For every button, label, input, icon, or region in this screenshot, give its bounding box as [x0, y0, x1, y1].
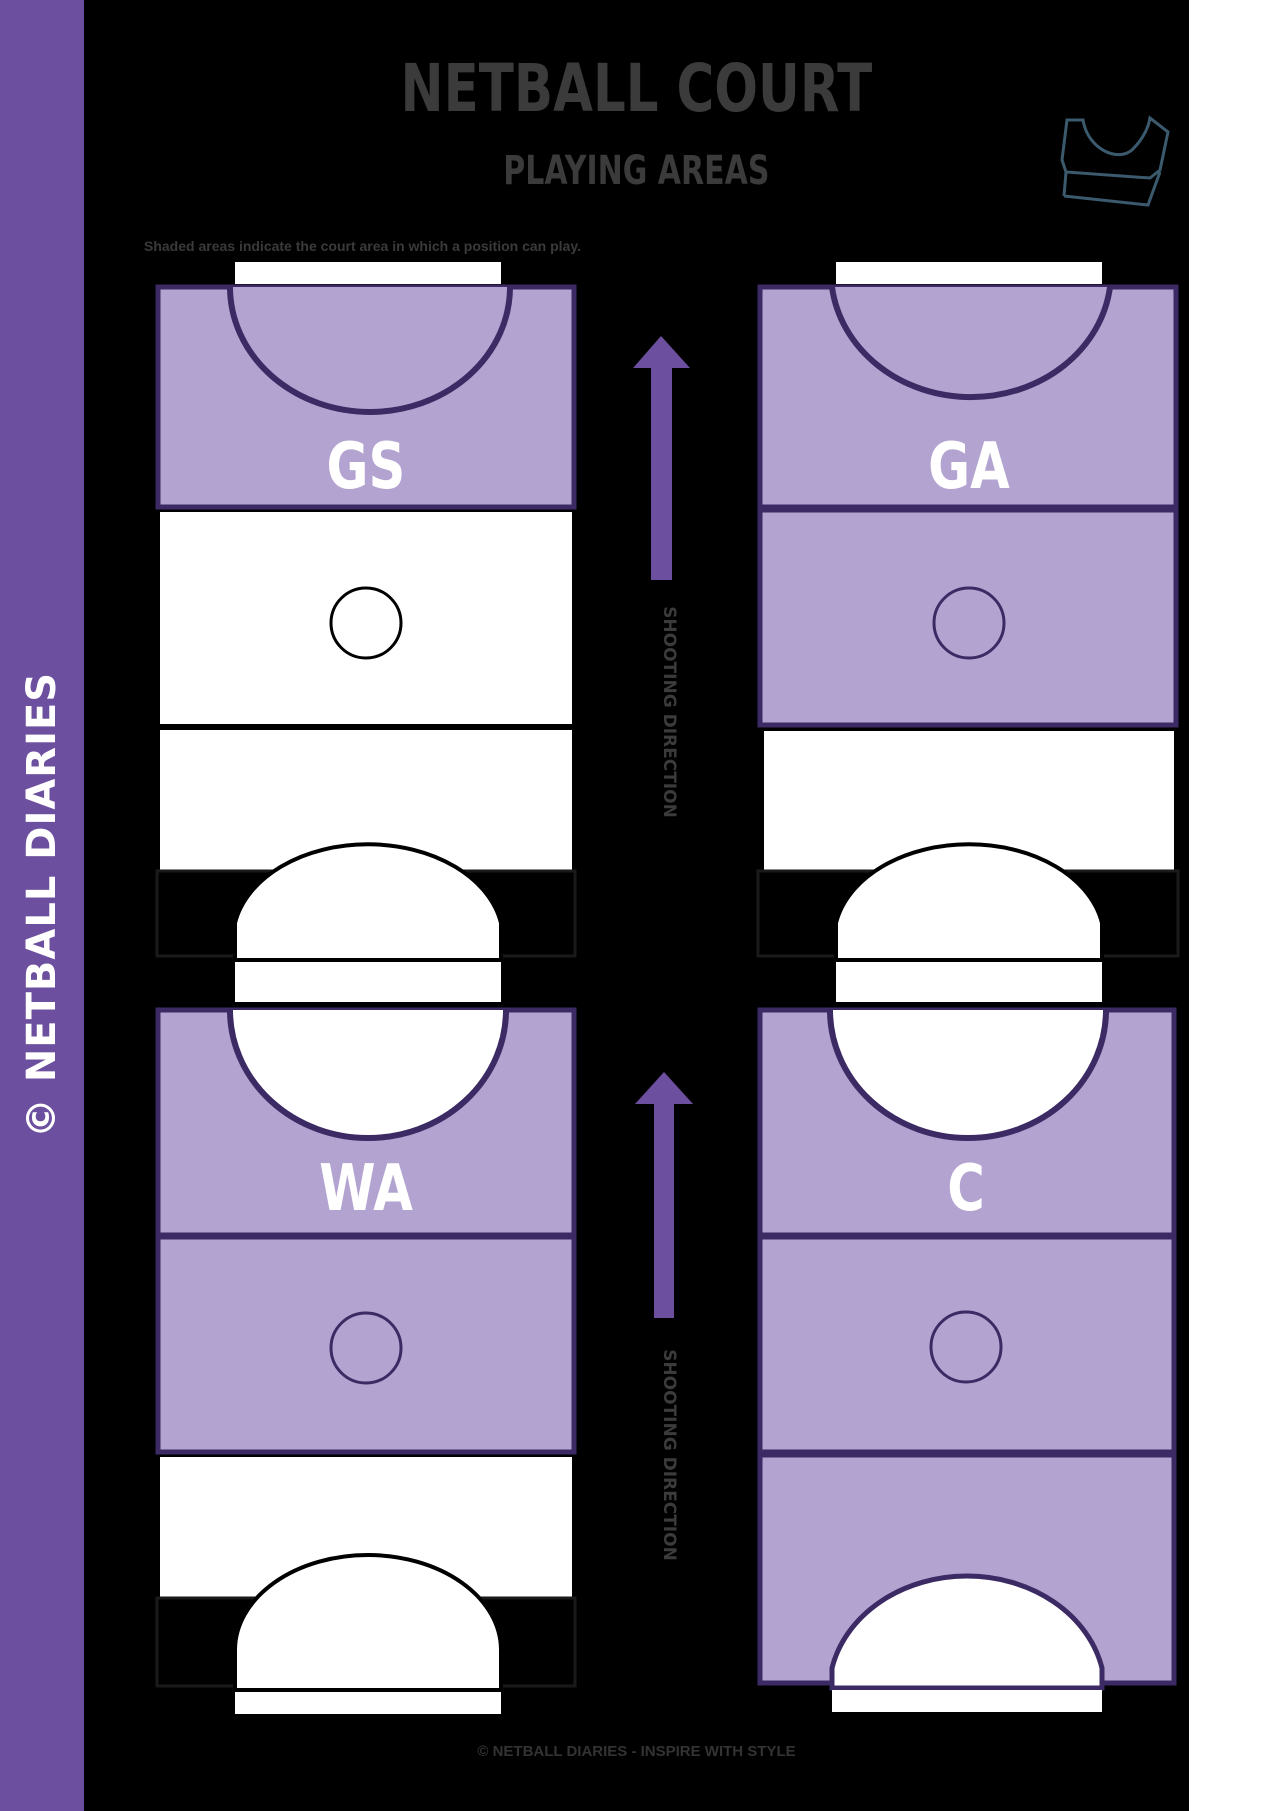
shading-note: Shaded areas indicate the court area in …	[144, 238, 581, 254]
centre-circle	[329, 586, 403, 660]
centre-circle	[329, 1311, 403, 1385]
centre-circle	[932, 586, 1006, 660]
shooting-circle-bottom	[233, 1553, 503, 1692]
shooting-circle-bottom	[233, 842, 503, 962]
arrow-up-icon	[633, 336, 690, 580]
shooting-direction-label: SHOOTING DIRECTION	[659, 1349, 679, 1561]
shooting-circle	[829, 286, 1113, 401]
centre-circle	[929, 1310, 1003, 1384]
shooting-circle	[227, 1009, 509, 1141]
position-label-ga: GA	[928, 428, 1010, 503]
goal-line-strip-bottom	[235, 1692, 501, 1714]
page-subtitle: PLAYING AREAS	[503, 148, 770, 194]
goal-line-strip	[836, 262, 1102, 284]
shooting-circle	[827, 1009, 1109, 1141]
shooting-circle-bottom	[834, 842, 1104, 962]
goal-line-strip	[235, 262, 501, 284]
position-label-wa: WA	[319, 1150, 413, 1225]
footer: © NETBALL DIARIES - INSPIRE WITH STYLE	[477, 1743, 796, 1760]
arrow-up-icon	[635, 1072, 693, 1318]
goal-line-strip	[836, 962, 1102, 1002]
sports-bra-icon	[1060, 115, 1170, 207]
shooting-circle	[227, 286, 513, 415]
court-ga: GA	[756, 262, 1180, 962]
position-label-c: C	[947, 1150, 985, 1225]
page-title: NETBALL COURT	[400, 50, 873, 127]
position-label-gs: GS	[327, 428, 406, 503]
court-wa: WA	[155, 962, 577, 1714]
shooting-direction-label: SHOOTING DIRECTION	[659, 606, 679, 818]
goal-line-strip	[235, 962, 501, 1002]
court-c: C	[757, 962, 1177, 1712]
goal-line-strip-bottom	[832, 1690, 1102, 1712]
sidebar: © NETBALL DIARIES	[0, 0, 84, 1811]
court-gs: GS	[155, 262, 577, 962]
shooting-circle-bottom	[829, 1573, 1105, 1691]
